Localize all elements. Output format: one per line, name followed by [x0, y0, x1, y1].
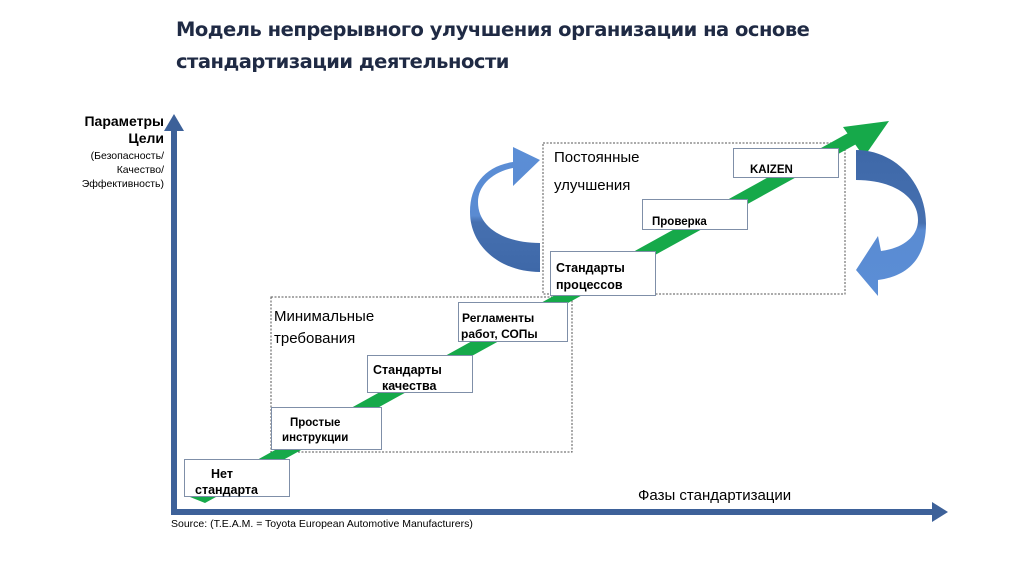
- y-axis: [164, 114, 184, 515]
- zone-label-minimal: Минимальные требования: [274, 306, 374, 350]
- zone-label-minimal-line-1: Минимальные: [274, 308, 375, 325]
- step-quality-standards: Стандарты качества: [367, 355, 473, 393]
- step-no-standard-line-1: Нет: [211, 467, 233, 481]
- y-axis-sublabel-line-1: (Безопасность/: [90, 150, 164, 162]
- cycle-arrow-left-body: [470, 147, 540, 272]
- x-axis-label: Фазы стандартизации: [638, 487, 792, 504]
- title-line-2: стандартизации деятельности: [176, 50, 509, 73]
- x-axis-line: [171, 509, 933, 515]
- y-axis-sublabel-line-2: Качество/: [116, 164, 164, 176]
- zone-label-continuous-line-1: Постоянные: [554, 149, 640, 166]
- y-axis-label-line-1: Параметры: [84, 113, 164, 129]
- step-no-standard: Нет стандарта: [184, 459, 290, 497]
- step-process-standards-line-1: Стандарты: [556, 261, 625, 275]
- y-axis-label-line-2: Цели: [128, 130, 164, 146]
- zone-box-minimal: [270, 296, 573, 453]
- step-work-regulations-line-2: работ, СОПы: [461, 327, 538, 341]
- step-simple-instructions: Простые инструкции: [271, 407, 382, 450]
- y-axis-sublabel: (Безопасность/ Качество/ Эффективность): [82, 149, 164, 191]
- step-no-standard-line-2: стандарта: [195, 483, 259, 497]
- x-axis: [171, 502, 948, 522]
- page-title: Модель непрерывного улучшения организаци…: [176, 14, 876, 78]
- step-process-standards-line-2: процессов: [556, 278, 623, 292]
- cycle-arrow-left: [470, 147, 540, 272]
- step-work-regulations-line-1: Регламенты: [462, 311, 535, 325]
- step-kaizen-line-1: KAIZEN: [750, 164, 793, 176]
- zone-label-continuous: Постоянные улучшения: [554, 144, 639, 200]
- step-process-standards: Стандарты процессов: [550, 251, 656, 296]
- zone-label-continuous-line-2: улучшения: [554, 177, 631, 194]
- step-simple-instructions-line-2: инструкции: [282, 432, 349, 444]
- step-verification: Проверка: [642, 199, 748, 230]
- step-verification-line-1: Проверка: [652, 216, 707, 228]
- source-note: Source: (T.E.A.M. = Toyota European Auto…: [171, 518, 473, 530]
- title-line-1: Модель непрерывного улучшения организаци…: [176, 18, 810, 41]
- cycle-arrow-right-body: [856, 150, 926, 296]
- y-axis-arrowhead: [164, 114, 184, 131]
- zone-label-minimal-line-2: требования: [274, 330, 356, 347]
- step-quality-standards-line-2: качества: [382, 379, 437, 393]
- x-axis-arrowhead: [932, 502, 948, 522]
- progress-arrow-head: [843, 121, 889, 157]
- step-quality-standards-line-1: Стандарты: [373, 363, 442, 377]
- step-simple-instructions-line-1: Простые: [290, 417, 341, 429]
- y-axis-line: [171, 130, 177, 515]
- y-axis-sublabel-line-3: Эффективность): [81, 178, 164, 190]
- step-kaizen: KAIZEN: [733, 148, 839, 178]
- step-work-regulations: Регламенты работ, СОПы: [458, 302, 568, 342]
- zone-box-continuous: [542, 142, 846, 295]
- y-axis-label: Параметры Цели: [84, 113, 164, 147]
- cycle-arrow-right: [856, 150, 926, 296]
